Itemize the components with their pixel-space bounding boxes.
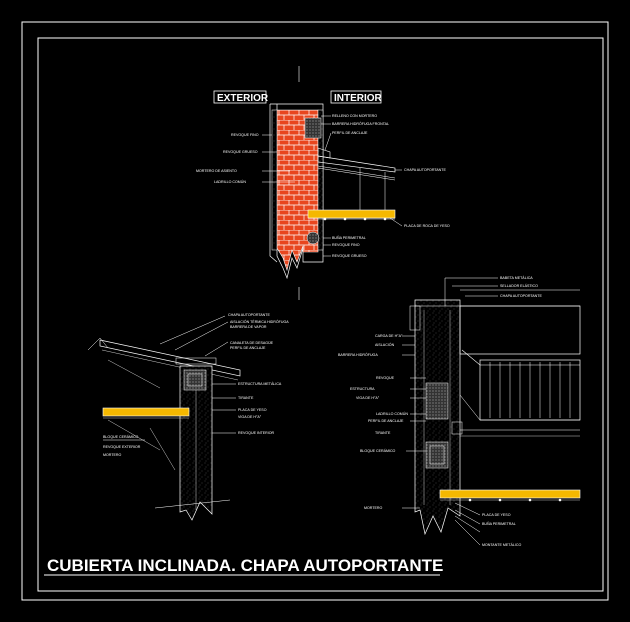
- callout-label: SELLADOR ELÁSTICO: [500, 284, 538, 288]
- mortar-fill: [425, 441, 449, 469]
- fastener: [323, 217, 327, 221]
- callout-label: BUÑA PERIMETRAL: [482, 521, 516, 526]
- exterior-tag: EXTERIOR: [217, 93, 269, 104]
- fastener: [468, 498, 472, 502]
- mortar-fill: [425, 382, 449, 420]
- detail-left: CHAPA AUTOPORTANTE AISLACIÓN TÉRMICA HID…: [87, 313, 289, 521]
- mortar-fill: [183, 369, 207, 391]
- callout-label: CHAPA AUTOPORTANTE: [404, 168, 446, 172]
- callout-label: ESTRUCTURA: [350, 387, 375, 391]
- leader-line: [454, 502, 481, 516]
- strut: [107, 419, 161, 451]
- roof-sheet-section: [317, 155, 396, 173]
- callout-label: BARRERA HIDRÓFUGA FRONTAL: [332, 121, 389, 126]
- gypsum-ceiling-board: [307, 209, 396, 219]
- roof-slope-section: [99, 339, 241, 377]
- callout-label: PERFIL DE ANCLAJE: [368, 419, 404, 423]
- fastener: [383, 217, 387, 221]
- callout-label: PERFIL DE ANCLAJE: [230, 346, 266, 350]
- callout-label: MORTERO: [103, 453, 122, 457]
- detail-right: BABETA METÁLICA SELLADOR ELÁSTICO CHAPA …: [338, 276, 581, 547]
- mortar-fill: [304, 117, 322, 139]
- callout-label: LADRILLO COMÚN: [376, 411, 408, 416]
- drawing-title: CUBIERTA INCLINADA. CHAPA AUTOPORTANTE: [47, 556, 443, 575]
- callout-label: RELLENO CON MORTERO: [332, 114, 377, 118]
- lintel: [175, 357, 217, 365]
- leader-line: [454, 519, 481, 546]
- callout-label: AISLACIÓN TÉRMICA HIDRÓFUGA: [230, 319, 289, 324]
- callout-label: PLACA DE YESO: [482, 513, 511, 517]
- roof-slope-edge: [459, 394, 580, 421]
- roof-sheet-line: [317, 167, 396, 181]
- gypsum-ceiling-board: [102, 407, 190, 417]
- callout-label: BLOQUE CERÁMICO: [103, 435, 139, 439]
- fastener: [343, 217, 347, 221]
- inner-frame: [37, 37, 604, 592]
- strut: [149, 427, 176, 471]
- callout-label: CARGA DE H°A°: [375, 334, 403, 338]
- callout-label: PLACA DE YESO: [238, 408, 267, 412]
- callout-label: CANALETA DE DESAGÜE: [230, 341, 274, 345]
- fastener: [498, 498, 502, 502]
- interior-tag-box: [330, 90, 382, 104]
- ground-line: [107, 359, 161, 389]
- callout-label: REVOQUE INTERIOR: [238, 431, 275, 435]
- leader-line: [389, 217, 403, 227]
- callout-label: PERFIL DE ANCLAJE: [332, 131, 368, 135]
- callout-label: VIGA DE H°A°: [356, 396, 380, 400]
- callout-label: REVOQUE GRUESO: [223, 150, 258, 154]
- callout-label: BARRERA DE VAPOR: [230, 325, 267, 329]
- break-line: [87, 337, 109, 351]
- callout-label: REVOQUE EXTERIOR: [103, 445, 141, 449]
- ceiling-joint: [451, 421, 463, 435]
- leader-line: [204, 341, 229, 357]
- callout-label: TIRANTE: [238, 396, 254, 400]
- callout-label: BABETA METÁLICA: [500, 276, 533, 280]
- leader-line: [174, 321, 229, 351]
- gypsum-ceiling-board: [439, 489, 581, 499]
- callout-label: REVOQUE: [376, 376, 395, 380]
- detail-top: EXTERIOR INTERIOR REVOQUE FINO REV: [196, 66, 450, 300]
- callout-label: REVOQUE FINO: [332, 243, 360, 247]
- callout-label: REVOQUE GRUESO: [332, 254, 367, 258]
- bond-beam: [187, 373, 203, 387]
- callout-label: LADRILLO COMÚN: [214, 179, 246, 184]
- callout-label: ESTRUCTURA METÁLICA: [238, 382, 282, 386]
- callout-label: MORTERO DE ASIENTO: [196, 169, 237, 173]
- leader-line: [454, 509, 481, 525]
- outer-frame: [21, 21, 609, 601]
- bond-beam: [429, 445, 445, 465]
- callout-label: CHAPA AUTOPORTANTE: [228, 313, 270, 317]
- leader-line: [454, 515, 481, 533]
- mortar-anchor: [306, 231, 320, 245]
- callout-label: REVOQUE FINO: [231, 133, 259, 137]
- callout-label: MORTERO: [364, 506, 383, 510]
- callout-label: TIRANTE: [375, 431, 391, 435]
- roof-structure-box: [459, 305, 581, 355]
- callout-label: PLACA DE ROCA DE YESO: [404, 224, 450, 228]
- callout-label: AISLACIÓN: [375, 342, 395, 347]
- exterior-tag-box: [213, 90, 267, 104]
- callout-label: BLOQUE CERÁMICO: [360, 449, 396, 453]
- leader-line: [324, 132, 332, 151]
- fastener: [558, 498, 562, 502]
- fastener: [528, 498, 532, 502]
- callout-label: CHAPA AUTOPORTANTE: [500, 294, 542, 298]
- roof-sheet-line: [317, 165, 396, 179]
- callout-label: MONTANTE METÁLICO: [482, 543, 521, 547]
- callout-label: BARRERA HIDRÓFUGA: [338, 352, 378, 357]
- corrugation-lines: [489, 362, 571, 418]
- roof-slope-line: [101, 349, 239, 381]
- base-line: [154, 499, 231, 509]
- fastener: [363, 217, 367, 221]
- exterior-plaster: [271, 109, 278, 251]
- callout-label: BUÑA PERIMETRAL: [332, 235, 366, 240]
- interior-tag: INTERIOR: [334, 93, 383, 104]
- callout-label: VIGA DE H°A°: [238, 415, 262, 419]
- leader-line: [159, 315, 226, 345]
- interior-plaster: [317, 109, 324, 251]
